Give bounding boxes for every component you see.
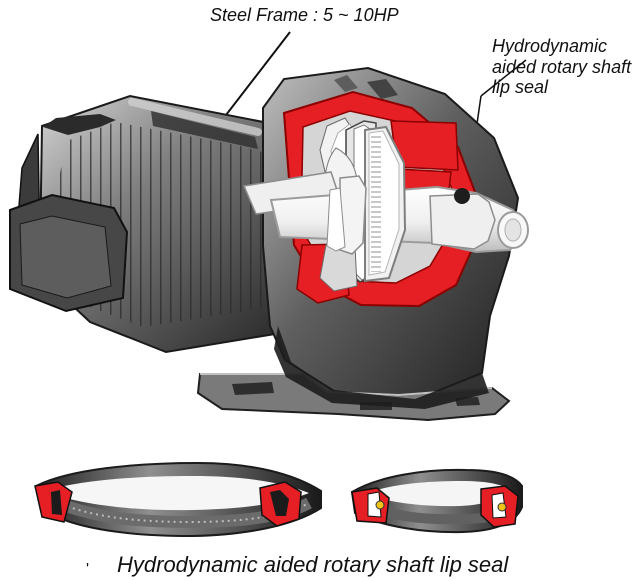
- shaft-and-gear-train: [242, 125, 529, 283]
- frame-pointer-line: [215, 31, 291, 129]
- seal-callout-label: Hydrodynamic aided rotary shaft lip seal: [492, 36, 632, 98]
- seal-sample-right: [350, 468, 523, 534]
- mounting-base: [196, 326, 511, 422]
- frame-label: Steel Frame : 5 ~ 10HP: [210, 5, 399, 25]
- seal-sample-left: [34, 461, 322, 538]
- seal-caption: Hydrodynamic aided rotary shaft lip seal: [117, 552, 509, 577]
- caption-tick-mark: ': [86, 561, 90, 578]
- seal-pointer-line: [480, 59, 527, 97]
- motor-assembly: [9, 94, 326, 354]
